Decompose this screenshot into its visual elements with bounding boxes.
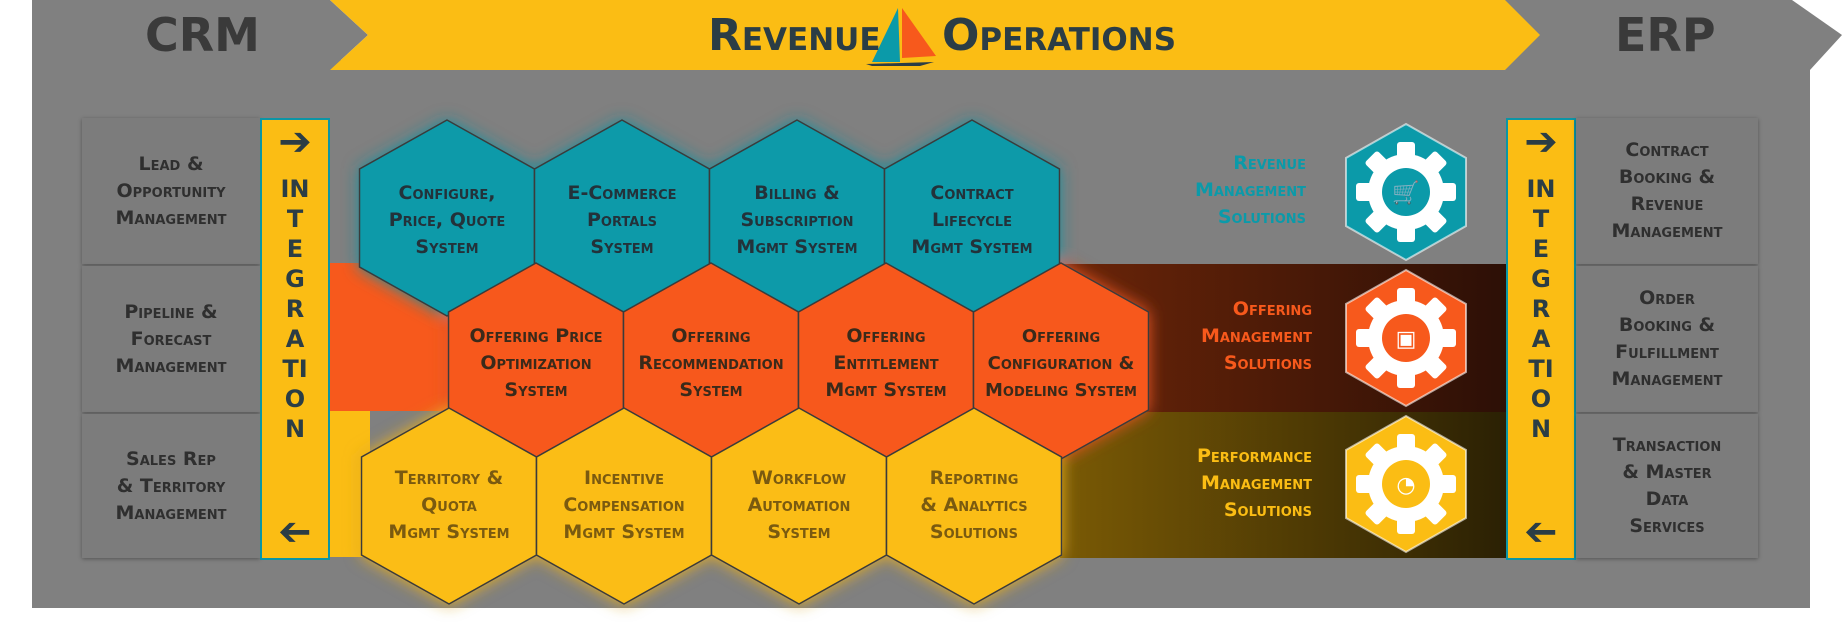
integration-bar-left: ➔ INTEGRATION ➔ [260,118,330,560]
hex-label-offering-recommendation: Offering Recommendation System [638,324,784,401]
order-booking-box: Order Booking & Fulfillment Management [1576,266,1758,412]
integration-label-left: INTEGRATION [280,175,310,443]
pipeline-forecast-box: Pipeline & Forecast Management [82,266,260,412]
hex-label-offering-price-optimization: Offering Price Optimization System [469,324,603,401]
lead-opportunity-box: Lead & Opportunity Management [82,118,260,264]
hex-label-configure-price-quote: Configure, Price, Quote System [388,181,506,258]
arrow-left-icon: ➔ [278,509,312,555]
arrow-right-icon: ➔ [1524,119,1558,165]
arrow-left-icon: ➔ [1524,509,1558,555]
integration-bar-right: ➔ INTEGRATION ➔ [1506,118,1576,560]
arrow-right-icon: ➔ [278,119,312,165]
offering-management-solutions-label: Offering Management Solutions [1200,298,1312,374]
speedometer-gauge-icon: ◔ [1345,414,1467,554]
crm-header-band [32,0,368,70]
contract-booking-box: Contract Booking & Revenue Management [1576,118,1758,264]
hex-label-reporting-analytics: Reporting & Analytics Solutions [920,466,1028,543]
hex-label-territory-quota: Territory & Quota Mgmt System [388,466,510,543]
erp-title: ERP [1615,8,1716,62]
revenue-operations-banner [330,0,1540,70]
operations-title: Operations [942,10,1177,61]
hex-row3-3 [885,407,1063,605]
crm-title: CRM [145,8,260,62]
svg-text:▣: ▣ [1396,327,1417,352]
sail-logo [866,8,936,66]
hex-label-offering-configuration: Offering Configuration & Modeling System [985,325,1137,401]
revenue-management-solutions-label: Revenue Management Solutions [1194,152,1306,228]
package-box-icon: ▣ [1345,268,1467,408]
shopping-cart-icon: 🛒 [1345,122,1467,262]
hex-label-workflow-automation: Workflow Automation System [747,466,851,543]
hex-label-incentive-compensation: Incentive Compensation Mgmt System [563,466,685,543]
erp-header-band [1500,0,1842,70]
hex-label-contract-lifecycle: Contract Lifecycle Mgmt System [911,181,1033,258]
performance-management-solutions-label: Performance Management Solutions [1196,445,1312,521]
solution-icons: 🛒 ▣ ◔ [1345,122,1467,554]
svg-text:🛒: 🛒 [1392,180,1419,206]
hex-grid [358,119,1150,605]
integration-label-right: INTEGRATION [1526,175,1556,443]
sales-rep-territory-box: Sales Rep & Territory Management [82,414,260,558]
svg-text:◔: ◔ [1396,473,1415,498]
hex-label-billing-subscription: Billing & Subscription Mgmt System [736,181,858,258]
hex-label-ecommerce-portals: E-Commerce Portals System [567,181,677,258]
transaction-master-data-box: Transaction & Master Data Services [1576,414,1758,558]
revenue-title: Revenue [708,10,881,61]
hex-label-offering-entitlement: Offering Entitlement Mgmt System [825,324,947,401]
